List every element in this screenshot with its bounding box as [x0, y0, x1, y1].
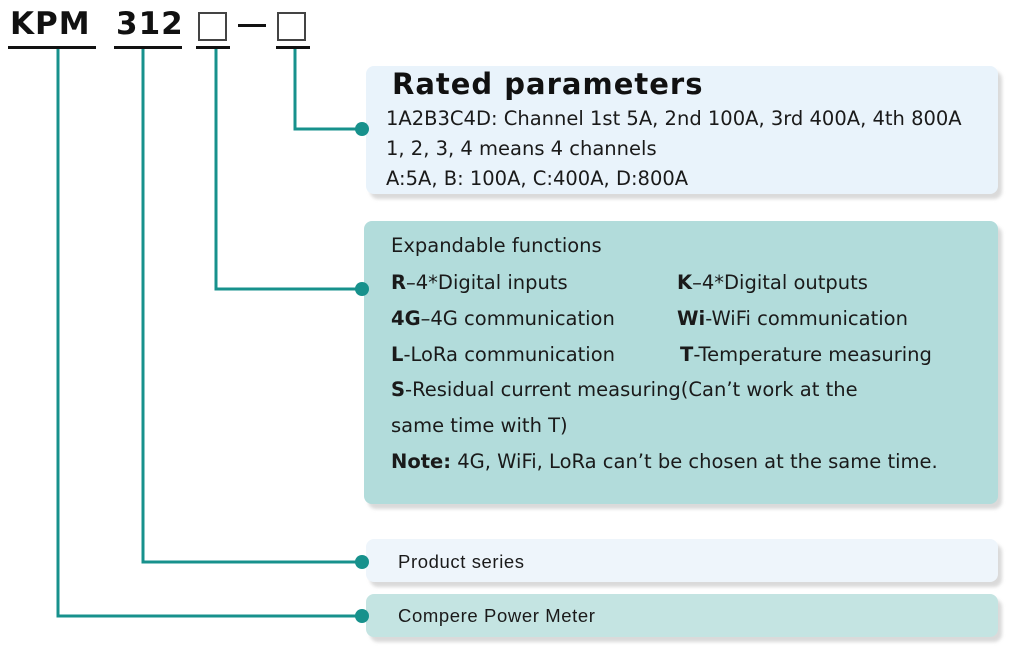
- rated-parameters-card: [366, 66, 998, 194]
- underline-box-rated: [276, 46, 310, 49]
- model-series-number: 312: [116, 6, 184, 42]
- function-code: 4G: [391, 307, 421, 330]
- functions-title: Expandable functions: [391, 234, 602, 257]
- function-item-s-continuation: same time with T): [391, 414, 568, 437]
- dot-brand: [355, 609, 369, 623]
- underline-box-functions: [196, 46, 230, 49]
- underline-prefix: [8, 46, 96, 49]
- function-desc: –4*Digital outputs: [692, 271, 868, 294]
- option-box-rated: [277, 12, 306, 41]
- function-item-k: K–4*Digital outputs: [677, 271, 868, 294]
- note-label: Note:: [391, 450, 452, 473]
- functions-note: Note: 4G, WiFi, LoRa can’t be chosen at …: [391, 450, 938, 473]
- function-code: R: [391, 271, 407, 294]
- function-code: K: [677, 271, 693, 294]
- dot-rated: [355, 122, 369, 136]
- connector-rated: [293, 49, 362, 131]
- function-code: S: [391, 378, 406, 401]
- connector-functions: [214, 49, 362, 291]
- function-desc: -Residual current measuring(Can’t work a…: [405, 378, 858, 401]
- rated-line-3: A:5A, B: 100A, C:400A, D:800A: [386, 167, 689, 190]
- function-item-4g: 4G–4G communication: [391, 307, 615, 330]
- underline-series: [114, 46, 182, 49]
- compere-power-meter-card: [366, 594, 998, 637]
- function-item-t: T-Temperature measuring: [680, 343, 932, 366]
- function-desc: -Temperature measuring: [693, 343, 932, 366]
- compere-power-meter-label: Compere Power Meter: [398, 605, 596, 626]
- rated-line-2: 1, 2, 3, 4 means 4 channels: [386, 137, 657, 160]
- expandable-functions-card: [364, 221, 998, 504]
- function-desc: –4G communication: [420, 307, 615, 330]
- dot-series: [355, 555, 369, 569]
- rated-line-1: 1A2B3C4D: Channel 1st 5A, 2nd 100A, 3rd …: [386, 107, 962, 130]
- rated-parameters-title: Rated parameters: [392, 67, 704, 101]
- function-desc: -LoRa communication: [403, 343, 615, 366]
- note-text: 4G, WiFi, LoRa can’t be chosen at the sa…: [451, 450, 938, 473]
- product-series-card: [366, 539, 998, 582]
- connector-brand: [56, 49, 362, 618]
- function-code: L: [391, 343, 404, 366]
- function-item-wi: Wi-WiFi communication: [677, 307, 908, 330]
- product-series-label: Product series: [398, 551, 525, 572]
- function-desc: -WiFi communication: [705, 307, 908, 330]
- option-box-functions: [198, 12, 227, 41]
- function-desc: –4*Digital inputs: [406, 271, 568, 294]
- model-prefix: KPM: [10, 6, 91, 42]
- dot-functions: [355, 282, 369, 296]
- function-item-s: S-Residual current measuring(Can’t work …: [391, 378, 858, 401]
- function-item-l: L-LoRa communication: [391, 343, 615, 366]
- function-code: Wi: [677, 307, 706, 330]
- function-item-r: R–4*Digital inputs: [391, 271, 568, 294]
- function-code: T: [680, 343, 694, 366]
- connector-series: [141, 49, 362, 564]
- code-separator-dash: [238, 24, 266, 27]
